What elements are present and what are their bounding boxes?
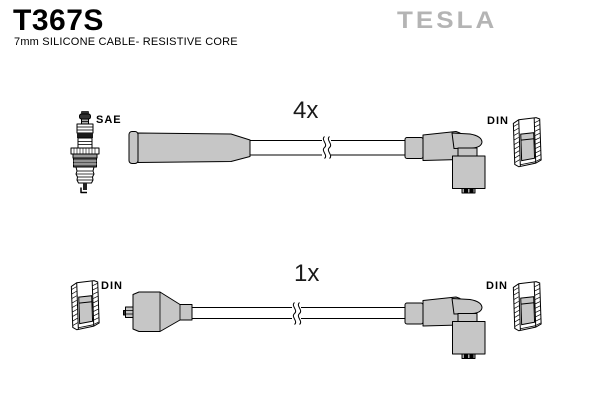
- cable-break-icon: [292, 302, 302, 325]
- din-terminal-label-bottom-left: DIN: [101, 280, 123, 292]
- quantity-label-top: 4x: [293, 97, 319, 124]
- cone-boot-icon: [124, 292, 193, 332]
- part-number: T367S: [13, 4, 104, 37]
- cable-top: [250, 141, 405, 156]
- cable-break-icon: [322, 136, 332, 159]
- spark-plug-icon: [71, 111, 99, 193]
- din-terminal-label-bottom-right: DIN: [486, 280, 508, 292]
- quantity-label-bottom: 1x: [294, 260, 320, 287]
- sae-terminal-label: SAE: [96, 114, 122, 126]
- din-connector-icon: [70, 280, 100, 331]
- cable-spec-subtitle: 7mm SILICONE CABLE- RESISTIVE CORE: [14, 36, 238, 48]
- din-connector-icon: [512, 281, 542, 332]
- straight-boot-icon: [129, 132, 250, 164]
- angled-boot-icon: [404, 131, 486, 194]
- din-terminal-label-top-right: DIN: [487, 115, 509, 127]
- cable-bottom: [192, 308, 405, 319]
- din-connector-icon: [512, 117, 542, 168]
- tesla-logo: TESLA: [397, 6, 498, 34]
- angled-boot-icon: [404, 296, 486, 359]
